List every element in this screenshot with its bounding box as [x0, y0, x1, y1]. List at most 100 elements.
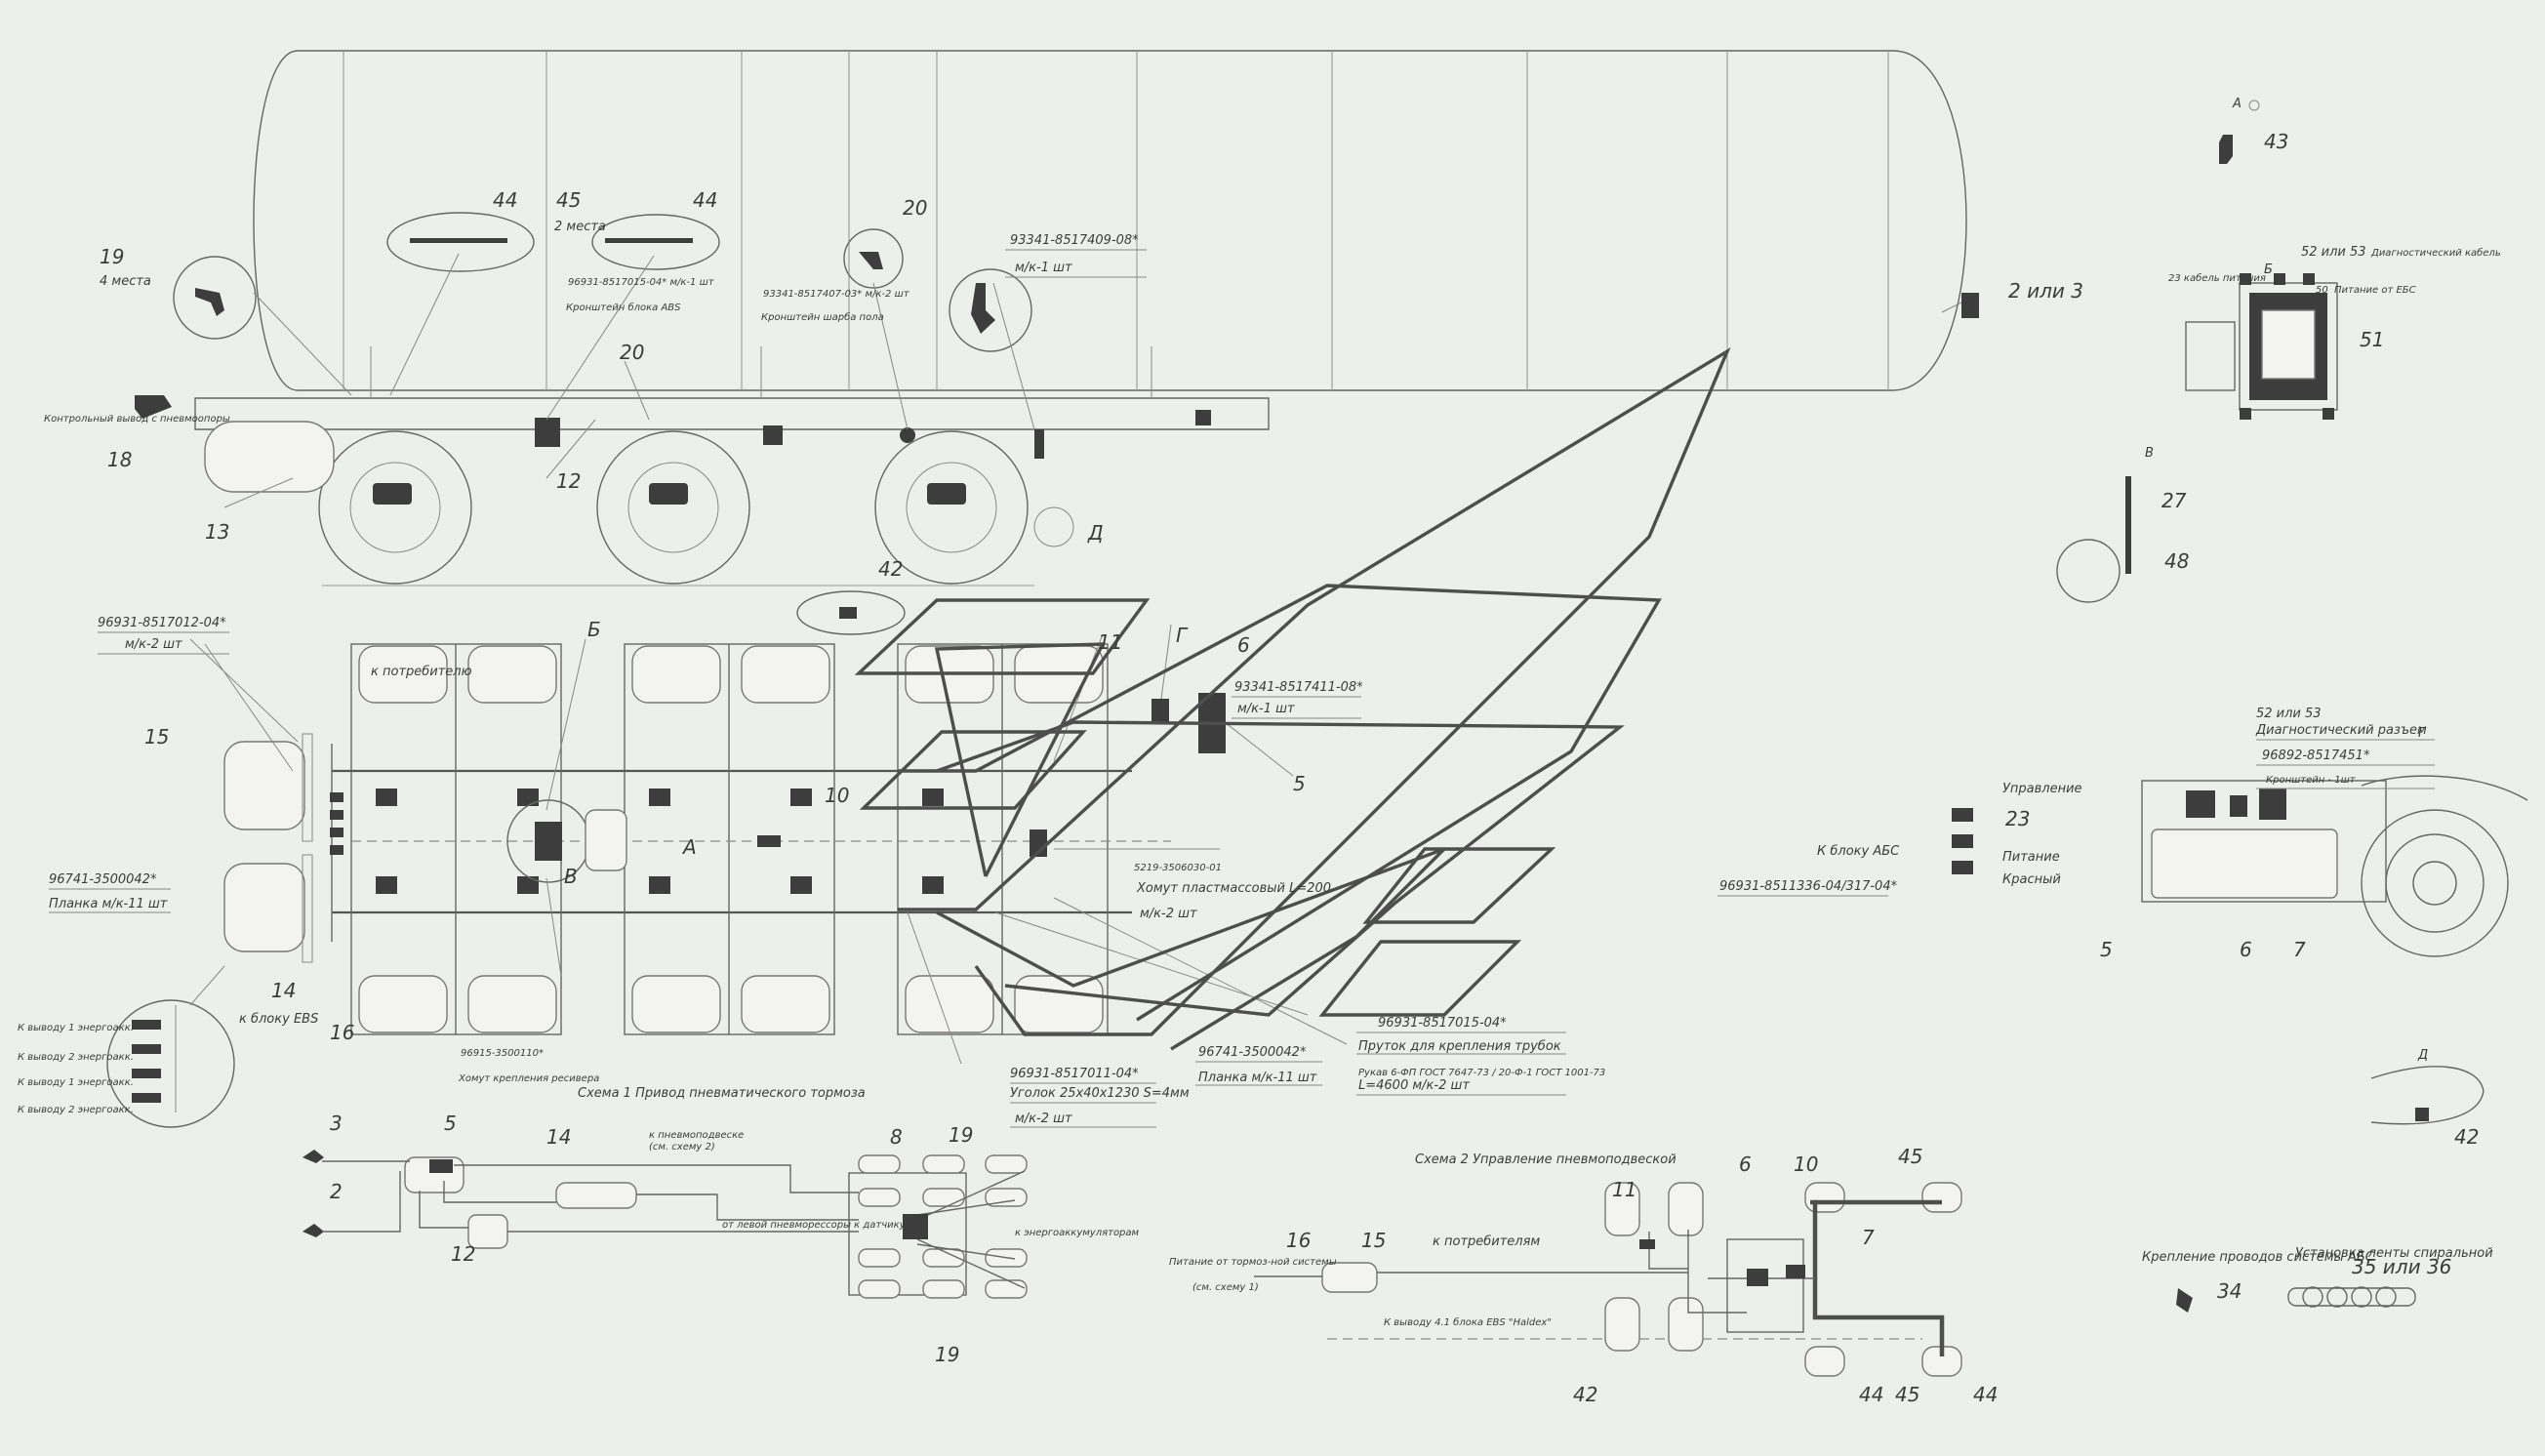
callout-12b: 12 — [451, 1242, 475, 1266]
svg-text:Б: Б — [587, 618, 601, 641]
callout-44b: 44 — [693, 188, 717, 212]
callout-19b: 19 — [949, 1123, 973, 1147]
svg-text:96892-8517451*: 96892-8517451* — [2262, 748, 2370, 763]
callout-11a: 11 — [1098, 630, 1122, 654]
part-numbers: 96931-8517012-04* м/к-2 шт 96741-3500042… — [49, 233, 2370, 1126]
svg-text:Г: Г — [2418, 726, 2427, 741]
tank-side-view — [135, 50, 1972, 635]
svg-text:к энергоаккумуляторам: к энергоаккумуляторам — [1015, 1228, 1140, 1238]
svg-text:Планка м/к-11 шт: Планка м/к-11 шт — [49, 897, 168, 911]
svg-text:к блоку EBS: к блоку EBS — [239, 1012, 318, 1027]
svg-text:Д: Д — [1087, 521, 1104, 545]
svg-text:м/к-2 шт: м/к-2 шт — [1015, 1112, 1072, 1126]
svg-text:2 места: 2 места — [554, 220, 606, 234]
svg-text:к потребителю: к потребителю — [371, 665, 472, 679]
svg-text:Хомут пластмассовый L=200: Хомут пластмассовый L=200 — [1136, 881, 1331, 896]
callout-34: 34 — [2217, 1279, 2242, 1303]
svg-text:К выводу 1 энергоакк.: К выводу 1 энергоакк. — [18, 1077, 134, 1088]
callout-44d: 44 — [1973, 1383, 1998, 1406]
callout-underlines — [49, 249, 2435, 1128]
scheme-2-title: Схема 2 Управление пневмоподвеской — [1415, 1153, 1676, 1167]
callout-48: 48 — [2164, 549, 2189, 573]
callout-3: 3 — [330, 1112, 343, 1135]
svg-text:Управление: Управление — [2002, 782, 2082, 796]
svg-text:м/к-1 шт: м/к-1 шт — [1237, 702, 1295, 716]
svg-text:93341-8517407-03* м/к-2 шт: 93341-8517407-03* м/к-2 шт — [763, 289, 910, 300]
right-details — [1952, 100, 2528, 1313]
callout-44a: 44 — [493, 188, 517, 212]
callout-10b: 10 — [1794, 1153, 1818, 1176]
callout-42b: 42 — [2454, 1125, 2479, 1149]
callout-7b: 7 — [1862, 1226, 1875, 1249]
svg-text:м/к-2 шт: м/к-2 шт — [1140, 907, 1197, 921]
svg-text:Хомут крепления ресивера: Хомут крепления ресивера — [458, 1073, 599, 1084]
pipe-routing — [854, 346, 1731, 1051]
view-letters: Д Б В А Г А Б В Г Д — [564, 97, 2428, 1063]
svg-text:Установка ленты спиральной: Установка ленты спиральной — [2295, 1246, 2493, 1261]
callout-45b: 45 — [1898, 1145, 1922, 1168]
leader-lines — [223, 253, 1972, 508]
callout-15: 15 — [144, 725, 169, 748]
callout-19c: 19 — [935, 1343, 959, 1366]
svg-text:93341-8517411-08*: 93341-8517411-08* — [1234, 680, 1363, 695]
callout-11b: 11 — [1612, 1178, 1636, 1201]
svg-text:96741-3500042*: 96741-3500042* — [1198, 1045, 1307, 1060]
svg-text:К блоку АБС: К блоку АБС — [1817, 844, 1900, 859]
svg-text:Питание от тормоз-ной системы: Питание от тормоз-ной системы — [1169, 1257, 1337, 1268]
svg-text:А: А — [2232, 97, 2242, 111]
svg-text:4 места: 4 места — [100, 274, 151, 289]
svg-text:Б: Б — [2264, 263, 2273, 277]
svg-text:Крепление проводов системы АБС: Крепление проводов системы АБС — [2142, 1250, 2375, 1265]
svg-text:В: В — [564, 865, 578, 888]
svg-text:К выводу 4.1 блока EBS "Haldex: К выводу 4.1 блока EBS "Haldex" — [1384, 1316, 1552, 1328]
scheme-titles: Схема 1 Привод пневматического тормоза С… — [578, 1086, 1676, 1167]
svg-text:м/к-1 шт: м/к-1 шт — [1015, 261, 1072, 275]
svg-text:к потребителям: к потребителям — [1433, 1234, 1540, 1249]
callout-14a: 14 — [271, 979, 296, 1002]
svg-text:Рукав 6-ФП ГОСТ 7647-73 / 20-Ф: Рукав 6-ФП ГОСТ 7647-73 / 20-Ф-1 ГОСТ 10… — [1358, 1068, 1605, 1078]
svg-text:К выводу 1 энергоакк.: К выводу 1 энергоакк. — [18, 1023, 134, 1033]
svg-text:96931-8517015-04* м/к-1 шт: 96931-8517015-04* м/к-1 шт — [568, 277, 715, 288]
callout-2or3: 2 или 3 — [2008, 279, 2083, 303]
callout-20a: 20 — [903, 196, 927, 220]
callout-12: 12 — [556, 469, 581, 493]
svg-text:К выводу 2 энергоакк.: К выводу 2 энергоакк. — [18, 1105, 134, 1115]
callout-16b: 16 — [1286, 1229, 1311, 1252]
svg-text:от левой пневморессоры к датчи: от левой пневморессоры к датчику 4 — [722, 1220, 914, 1231]
callout-19: 19 — [100, 245, 124, 268]
callout-50: 50 — [2316, 285, 2328, 296]
svg-text:Кронштейн - 1шт: Кронштейн - 1шт — [2266, 775, 2357, 786]
svg-text:Контрольный вывод с пневмоопор: Контрольный вывод с пневмоопоры — [44, 414, 230, 425]
callout-18: 18 — [107, 448, 132, 471]
svg-text:В: В — [2145, 446, 2154, 461]
annotation-labels: 4 места 2 места Контрольный вывод с пнев… — [18, 220, 2501, 1328]
svg-text:96915-3500110*: 96915-3500110* — [461, 1048, 544, 1059]
svg-text:Планка м/к-11 шт: Планка м/к-11 шт — [1198, 1071, 1317, 1085]
svg-text:96931-8517011-04*: 96931-8517011-04* — [1010, 1067, 1139, 1081]
svg-text:Диагностический разъем: Диагностический разъем — [2255, 723, 2427, 738]
callout-5c: 5 — [444, 1112, 457, 1135]
callout-42a: 42 — [878, 557, 903, 581]
scheme-1-brake — [303, 1150, 1028, 1299]
svg-text:Диагностический кабель: Диагностический кабель — [2370, 247, 2501, 259]
callout-35or36: 35 или 36 — [2352, 1255, 2451, 1278]
svg-text:Пруток для крепления трубок: Пруток для крепления трубок — [1358, 1039, 1561, 1054]
callout-52or53b: 52 или 53 — [2256, 707, 2322, 721]
callout-8: 8 — [890, 1125, 903, 1149]
svg-text:Уголок 25x40x1230 S=4мм: Уголок 25x40x1230 S=4мм — [1010, 1086, 1190, 1101]
svg-text:А: А — [681, 835, 697, 859]
callout-5b: 5 — [2100, 938, 2113, 961]
svg-text:5219-3506030-01: 5219-3506030-01 — [1134, 863, 1222, 873]
callout-2: 2 — [330, 1180, 343, 1203]
callout-52or53: 52 или 53 — [2301, 245, 2366, 260]
callout-23: 23 — [2005, 807, 2030, 830]
svg-text:Д: Д — [2417, 1048, 2428, 1063]
callout-45c: 45 — [1895, 1383, 1919, 1406]
svg-text:Кронштейн блока ABS: Кронштейн блока ABS — [566, 302, 681, 313]
callout-42c: 42 — [1573, 1383, 1597, 1406]
callout-44c: 44 — [1859, 1383, 1883, 1406]
chassis-plan-view — [106, 624, 1348, 1128]
svg-text:L=4600 м/к-2 шт: L=4600 м/к-2 шт — [1358, 1078, 1470, 1093]
callout-20b: 20 — [620, 341, 644, 364]
